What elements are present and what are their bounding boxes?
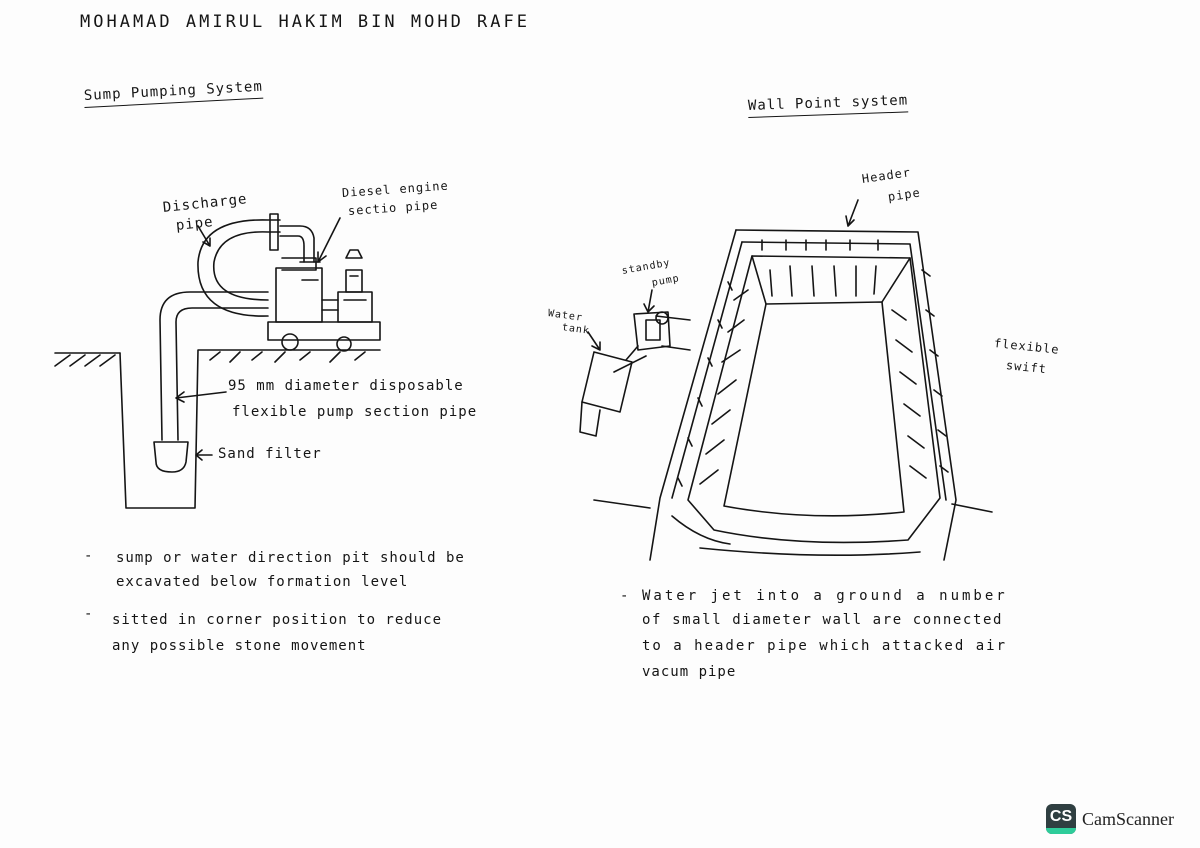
camscanner-watermark: CS CamScanner: [1046, 804, 1174, 834]
camscanner-logo-text: CS: [1049, 808, 1073, 825]
sand-filter-label: Sand filter: [218, 446, 322, 462]
camscanner-logo: CS: [1046, 804, 1077, 834]
suction-pipe-label-2: flexible pump section pipe: [232, 404, 478, 420]
camscanner-text: CamScanner: [1082, 808, 1174, 829]
note-line: of small diameter wall are connected: [642, 612, 1004, 628]
suction-pipe-label-1: 95 mm diameter disposable: [228, 378, 464, 394]
note-line: Water jet into a ground a number: [642, 588, 1008, 604]
note-bullet: -: [84, 606, 94, 622]
note-bullet: -: [84, 548, 94, 564]
note-bullet: -: [620, 588, 630, 604]
note-line: vacum pipe: [642, 664, 737, 680]
note-line: any possible stone movement: [112, 638, 367, 654]
note-line: sump or water direction pit should be: [116, 550, 465, 566]
note-line: sitted in corner position to reduce: [112, 612, 443, 628]
note-line: excavated below formation level: [116, 574, 409, 590]
author-name: MOHAMAD AMIRUL HAKIM BIN MOHD RAFE: [80, 12, 530, 32]
note-line: to a header pipe which attacked air: [642, 638, 1008, 654]
